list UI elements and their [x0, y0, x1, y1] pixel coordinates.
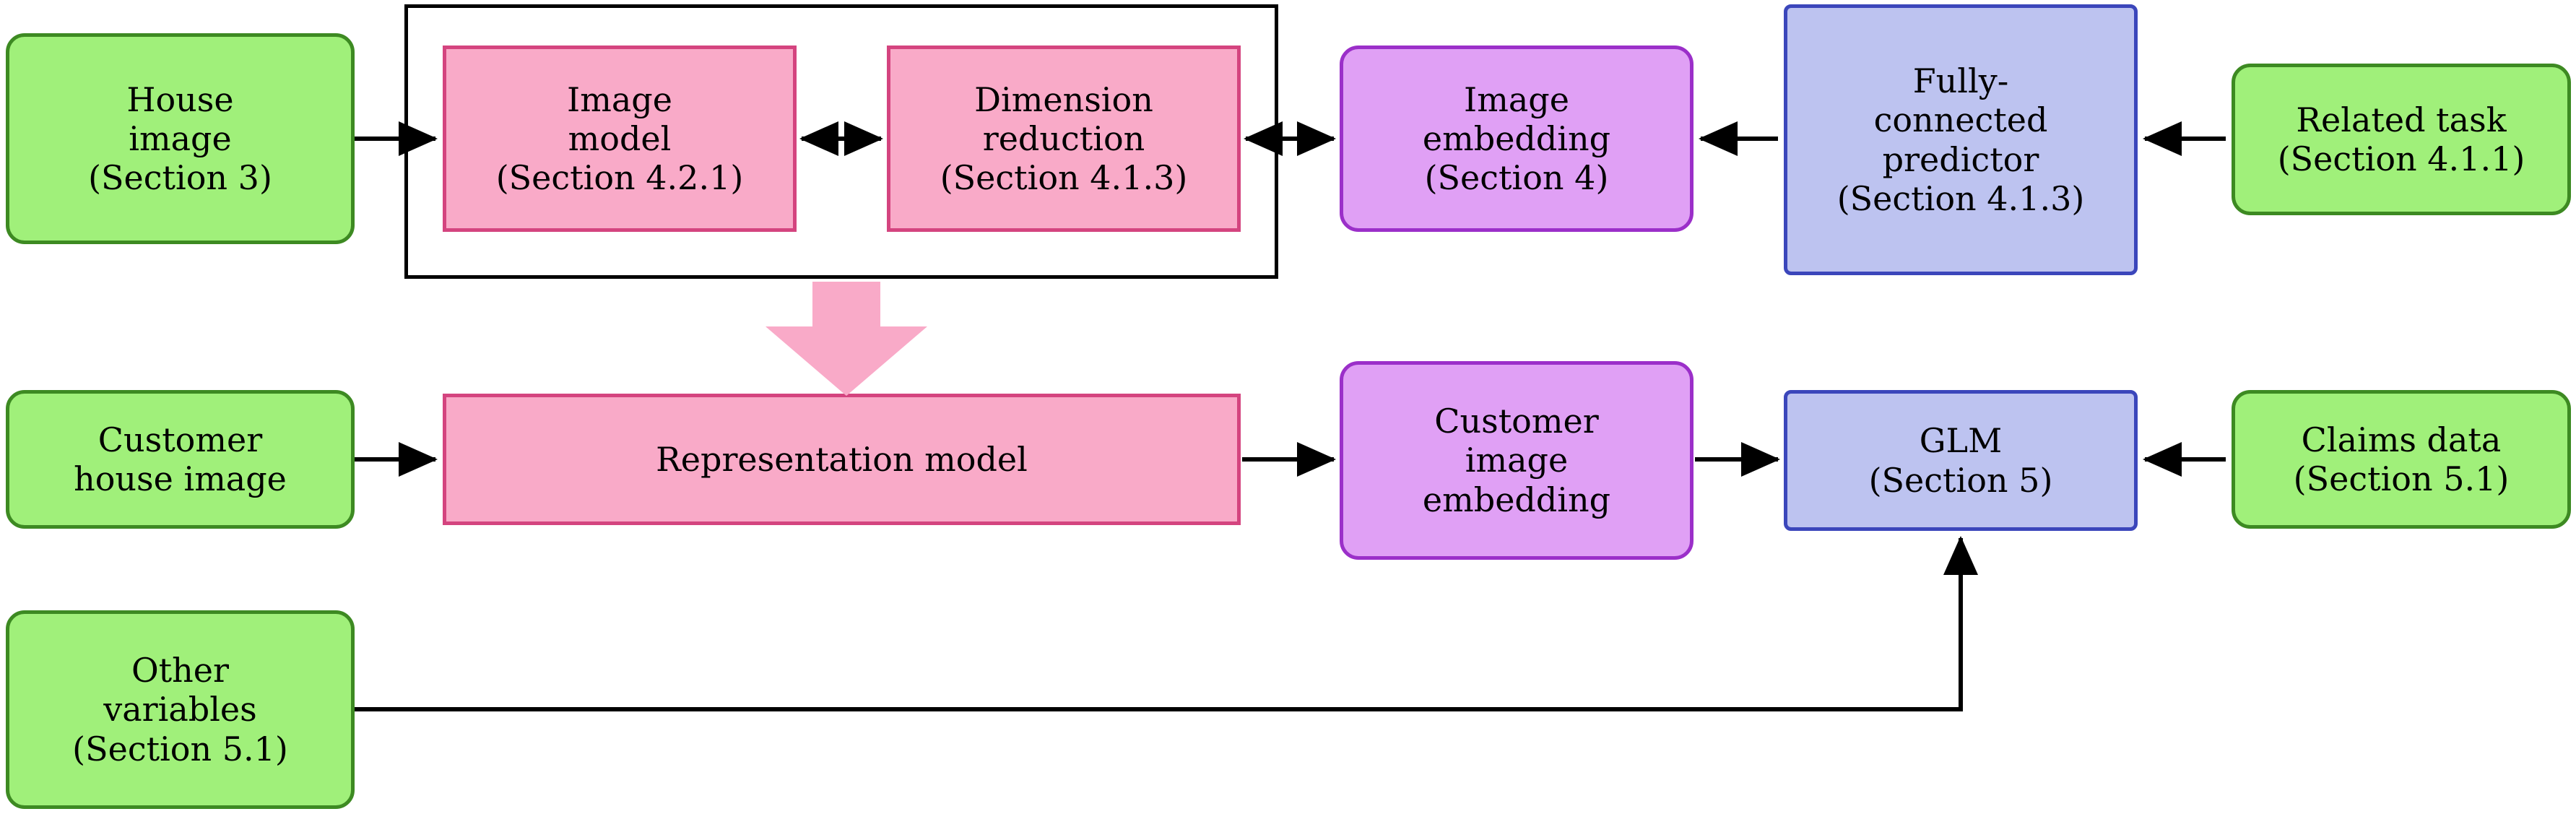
node-other-variables: Other variables (Section 5.1) — [6, 610, 355, 809]
node-representation-model: Representation model — [443, 394, 1241, 525]
node-dimension-reduction: Dimension reduction (Section 4.1.3) — [887, 46, 1241, 232]
node-fully-connected-predictor: Fully- connected predictor (Section 4.1.… — [1784, 4, 2138, 275]
node-glm: GLM (Section 5) — [1784, 390, 2138, 531]
node-image-embedding: Image embedding (Section 4) — [1340, 46, 1694, 232]
node-claims-data: Claims data (Section 5.1) — [2232, 390, 2571, 529]
node-image-model: Image model (Section 4.2.1) — [443, 46, 797, 232]
node-customer-house-image: Customer house image — [6, 390, 355, 529]
node-customer-image-embedding: Customer image embedding — [1340, 361, 1694, 560]
node-related-task: Related task (Section 4.1.1) — [2232, 64, 2571, 215]
node-house-image: House image (Section 3) — [6, 33, 355, 244]
